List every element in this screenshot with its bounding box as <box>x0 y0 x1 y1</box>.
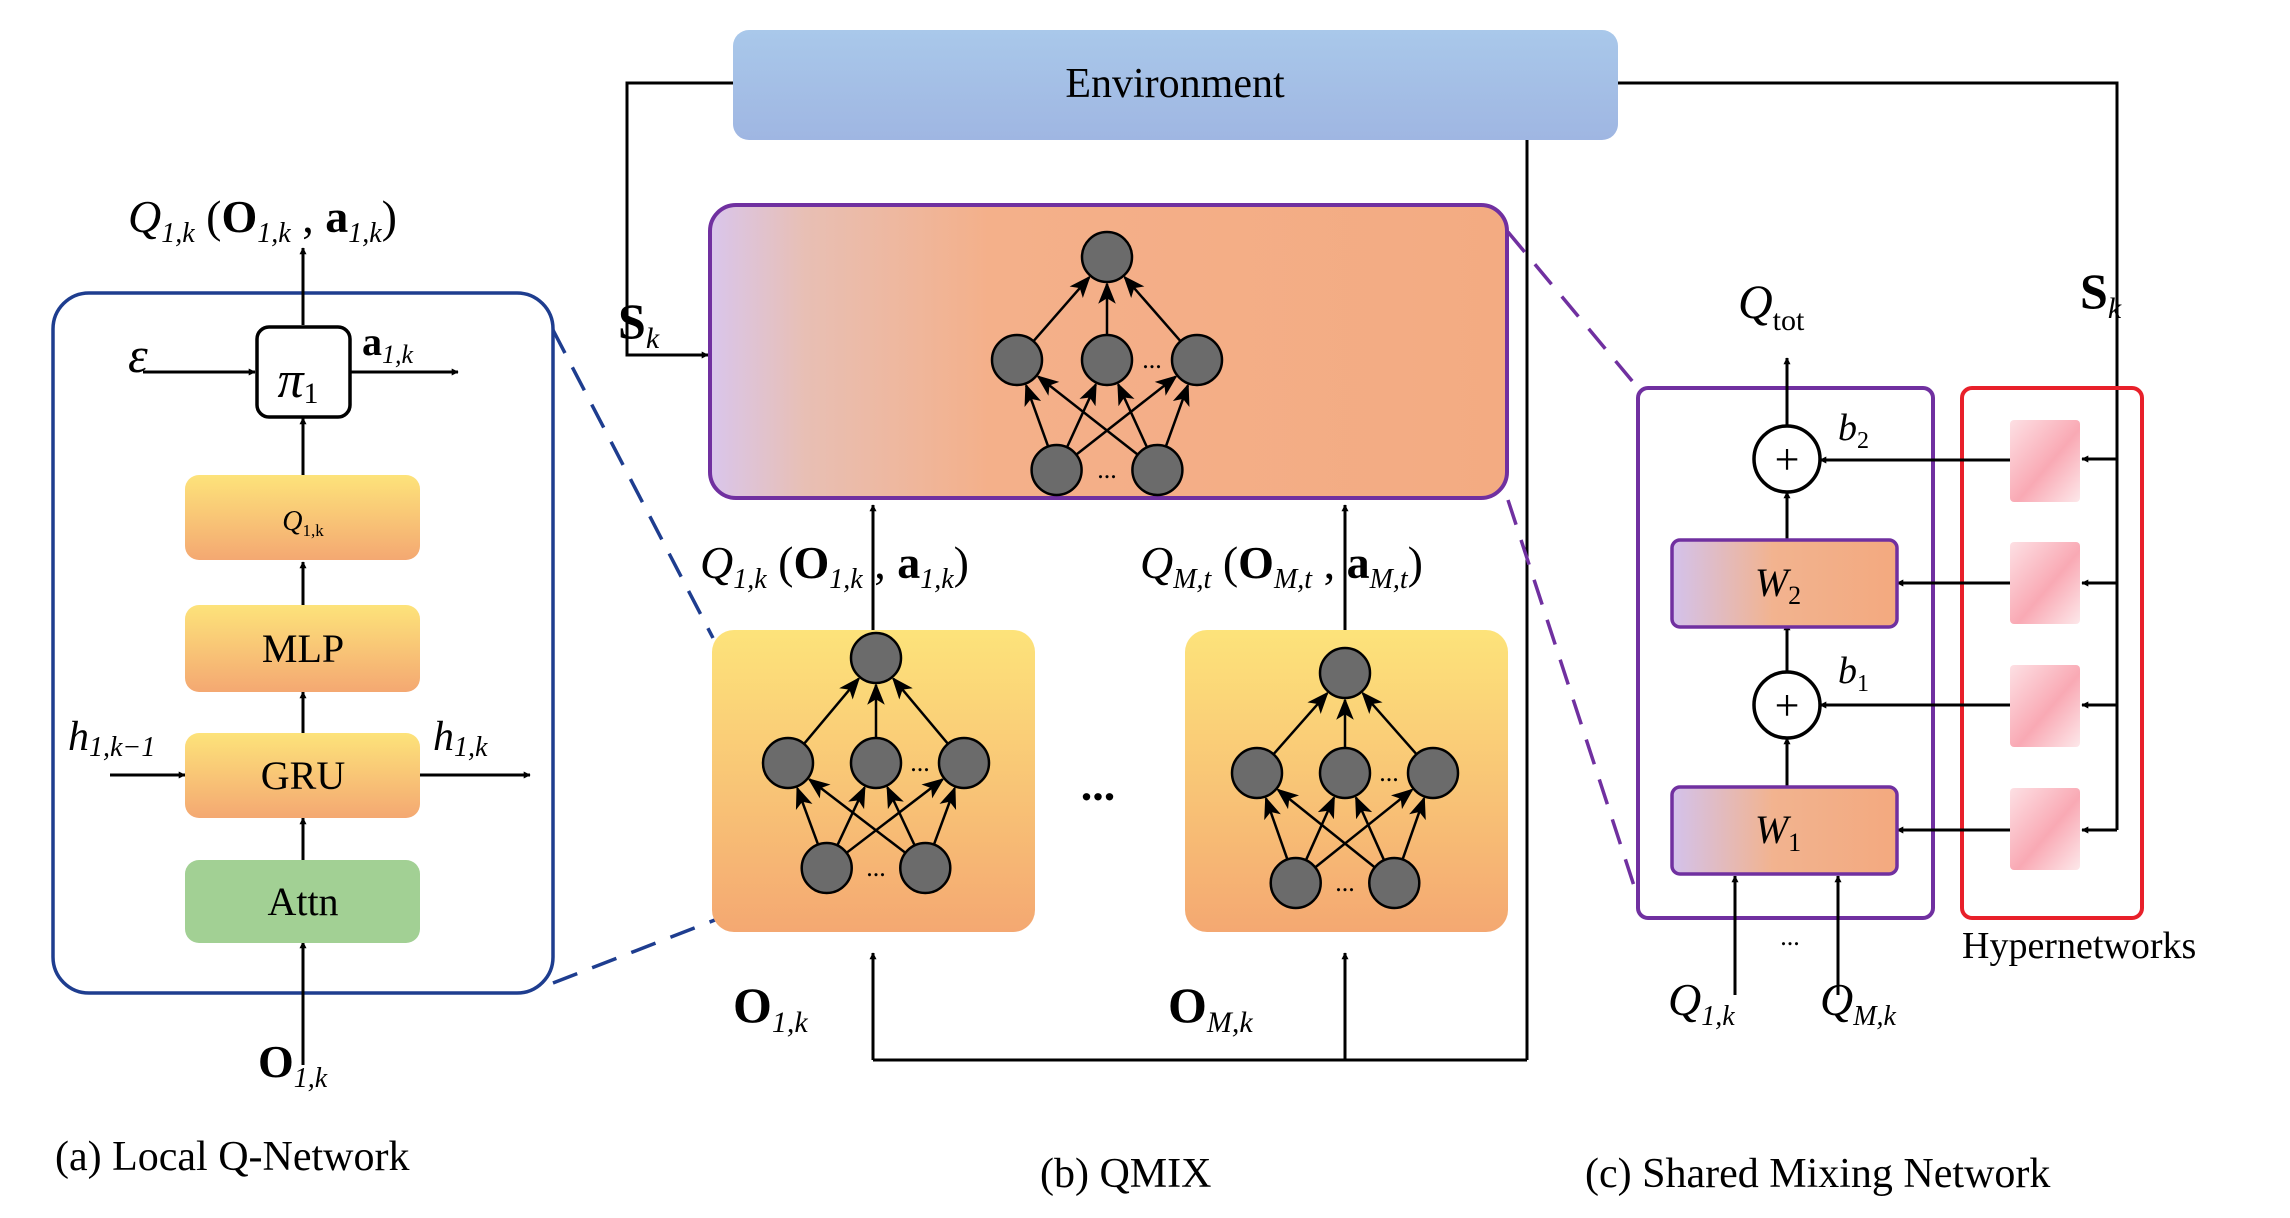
hypernetworks-label: Hypernetworks <box>1962 925 2196 967</box>
q-inm-label: QM,k <box>1820 974 1897 1032</box>
obs1-label: O1,k <box>733 977 808 1039</box>
zoom-lines-c <box>1506 230 1640 899</box>
environment-label: Environment <box>1065 61 1285 107</box>
mlp-label: MLP <box>262 626 344 671</box>
q-value-block <box>185 475 420 560</box>
hidden-in-label: h1,k−1 <box>68 714 155 763</box>
q-in1-label: Q1,k <box>1668 974 1735 1032</box>
panel-a-caption: (a) Local Q-Network <box>55 1134 410 1180</box>
b2-label: b2 <box>1838 407 1869 454</box>
mixing-network-graph: ...... <box>990 230 1224 497</box>
environment-connectors <box>625 81 2119 1062</box>
state-label: Sk <box>618 293 660 355</box>
q-output-label: Q1,k (O1,k , a1,k) <box>128 191 397 249</box>
hypernetworks-frame <box>1960 386 2144 920</box>
panel-b-caption: (b) QMIX <box>1040 1151 1211 1197</box>
environment-box: Environment <box>733 30 1618 140</box>
policy-label: π1 <box>277 352 318 410</box>
w2-block <box>1670 538 1899 629</box>
hypernet-b2 <box>2010 420 2080 502</box>
panel-c: W1 W2 + + b2 b1 Qtot Sk ... Q1,k QM,k Hy… <box>1585 263 2196 1197</box>
b1-label: b1 <box>1838 650 1869 697</box>
q1-label: Q1,k (O1,k , a1,k) <box>700 537 969 595</box>
svg-text:+: + <box>1775 681 1800 730</box>
node-ellipsis: ... <box>1097 455 1117 484</box>
node-ellipsis: ... <box>866 853 886 882</box>
panel-c-caption: (c) Shared Mixing Network <box>1585 1151 2050 1197</box>
mlp-block <box>185 605 420 692</box>
qtot-label: Qtot <box>1738 276 1805 337</box>
epsilon-label: ε <box>128 327 148 383</box>
zoom-lines-a <box>551 329 721 985</box>
hypernet-w1 <box>2010 788 2080 870</box>
attn-block <box>185 860 420 943</box>
gru-label: GRU <box>261 753 346 798</box>
hypernet-w2 <box>2010 542 2080 624</box>
policy-box <box>255 325 352 419</box>
agent-1-network-graph: ...... <box>761 631 991 895</box>
state-c-label: Sk <box>2080 263 2122 325</box>
hypernet-b1 <box>2010 665 2080 747</box>
action-label: a1,k <box>362 319 414 369</box>
panel-b: ...... ...... ...... ... Sk Q1,k (O1,k ,… <box>618 203 1509 1197</box>
obs-label: O1,k <box>258 1036 328 1094</box>
obsm-label: OM,k <box>1168 977 1253 1039</box>
sum-node-1: + <box>1752 670 1822 740</box>
node-ellipsis: ... <box>1335 868 1355 897</box>
agent-m-network-graph: ...... <box>1230 646 1460 910</box>
attn-label: Attn <box>267 879 338 924</box>
hidden-out-label: h1,k <box>433 714 488 763</box>
w1-block <box>1670 785 1899 876</box>
qm-label: QM,t (OM,t , aM,t) <box>1140 537 1423 595</box>
node-ellipsis: ... <box>1142 345 1162 374</box>
panel-a: Attn GRU MLP Q1,k π1 ε a1,k h1,k−1 h1,k … <box>51 191 555 1180</box>
sum-node-2: + <box>1752 424 1822 494</box>
q-value-block-label: Q1,k <box>282 506 324 540</box>
node-ellipsis: ... <box>1379 758 1399 787</box>
w2-label: W2 <box>1755 560 1801 610</box>
svg-text:+: + <box>1775 435 1800 484</box>
w1-label: W1 <box>1755 807 1801 857</box>
node-ellipsis: ... <box>910 748 930 777</box>
agents-ellipsis: ... <box>1081 759 1116 810</box>
inputs-ellipsis: ... <box>1780 922 1800 951</box>
gru-block <box>185 733 420 818</box>
